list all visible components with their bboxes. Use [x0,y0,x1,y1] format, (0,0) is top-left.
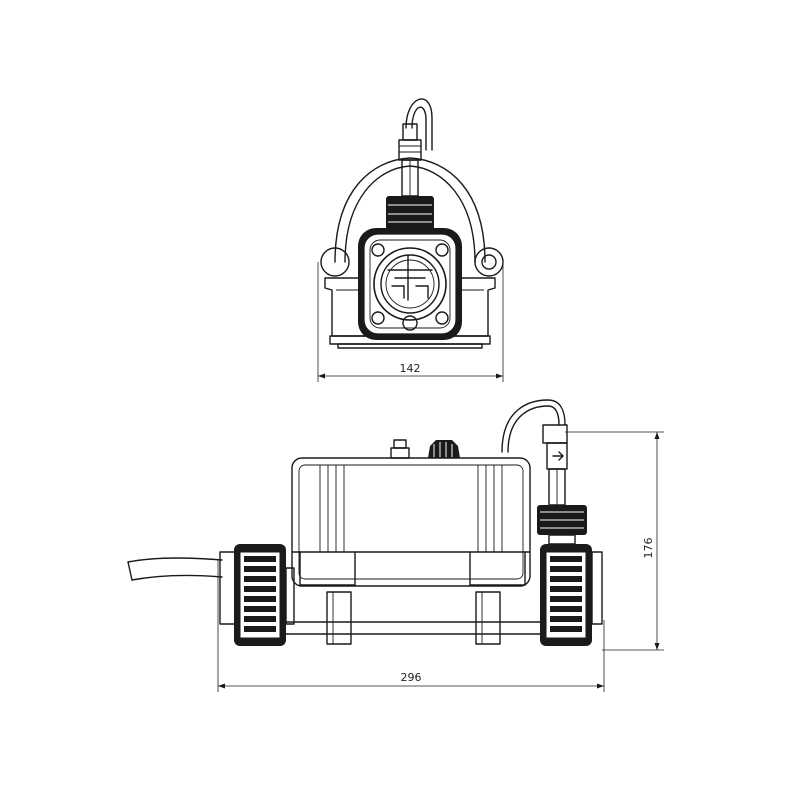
side-view [127,399,603,646]
side-height-dimension: 176 [565,431,664,651]
side-length-dimension: 296 [217,560,605,692]
front-width-dimension: 142 [317,262,504,382]
side-length-label: 296 [401,671,422,684]
front-width-label: 142 [400,362,421,375]
front-view [320,98,504,349]
side-height-label: 176 [642,538,655,559]
